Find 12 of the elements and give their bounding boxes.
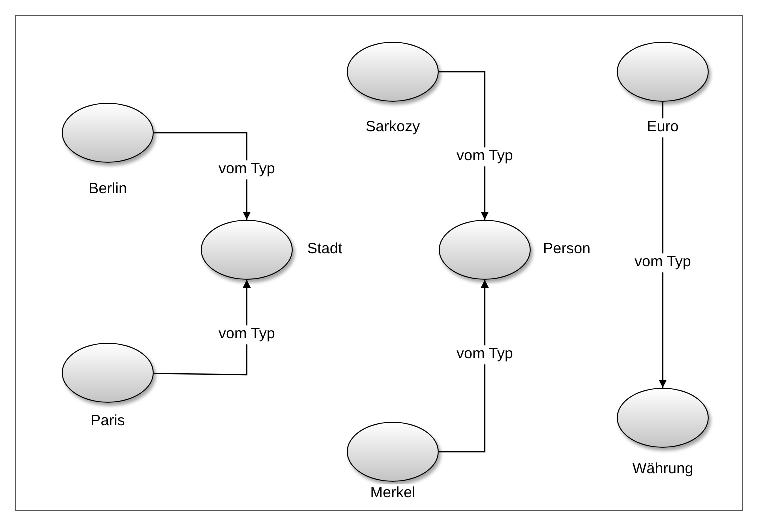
- arrow: [154, 132, 251, 220]
- edge-label: vom Typ: [218, 160, 276, 180]
- arrow: [154, 280, 251, 376]
- arrow: [439, 280, 489, 453]
- edge-label: vom Typ: [218, 326, 276, 344]
- node-label: Euro: [646, 118, 680, 138]
- edge-label: vom Typ: [456, 346, 514, 364]
- arrow: [439, 71, 489, 220]
- node-label: Sarkozy: [364, 118, 422, 138]
- node-label: Währung: [632, 460, 694, 480]
- edge-label: vom Typ: [634, 254, 692, 272]
- edge-label: vom Typ: [456, 148, 514, 166]
